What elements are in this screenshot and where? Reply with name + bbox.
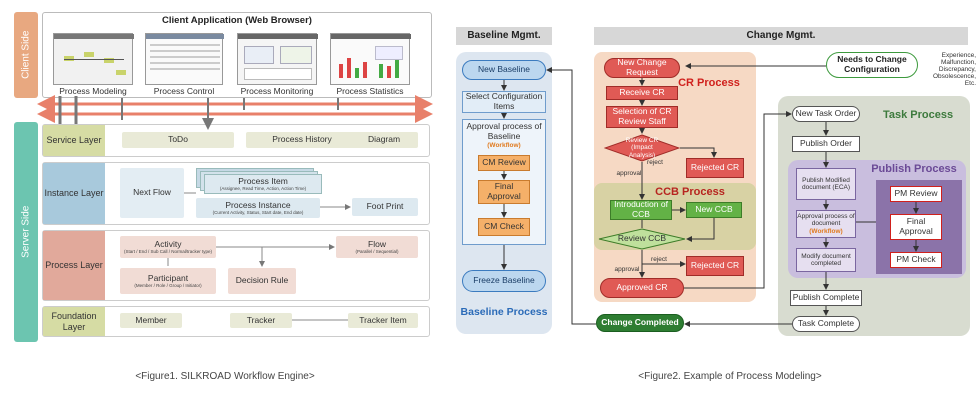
publish-complete-node: Publish Complete [790,290,862,306]
client-side-label: Client Side [20,30,32,80]
instance-layer-label: Instance Layer [43,163,105,224]
screen-thumb-modeling [53,33,134,85]
screen-thumb-monitoring [237,33,318,85]
figure-1-caption: <Figure1. SILKROAD Workflow Engine> [135,371,315,383]
baseline-mgmt-header: Baseline Mgmt. [456,27,552,45]
cm-check-node: CM Check [478,218,530,236]
service-diagram: Diagram [350,132,418,148]
publish-modified-node: Publish Modified document (ECA) [796,168,856,200]
process-activity: Activity (Start / End / Sub Call / Norma… [120,236,216,258]
selection-review-staff-node: Selection of CR Review Staff [606,106,678,128]
activity-title: Activity [154,238,182,249]
needs-reasons: Experience, Malfunction, Discrepancy, Ob… [924,49,976,89]
foundation-tracker-item: Tracker Item [348,313,418,328]
client-side-band: Client Side [14,12,38,98]
approval-doc-title: Approval process of document [797,212,855,227]
change-completed-node: Change Completed [596,314,684,332]
process-decision-rule: Decision Rule [228,268,296,294]
pm-final-approval-node: Final Approval [890,214,942,240]
service-layer-label: Service Layer [43,125,105,156]
reason-experience: Experience, [941,51,976,59]
ccb-reject-label: reject [651,256,667,264]
screen-label-monitoring: Process Monitoring [240,85,314,96]
reason-discrepancy: Discrepancy, [938,65,976,73]
screen-label-modeling: Process Modeling [59,85,127,96]
ccb-rejected-node: Rejected CR [686,256,744,276]
instance-process-item: Process Item (Assignee, Read Time, Actio… [204,174,322,194]
process-item-sub: (Assignee, Read Time, Action, Action Tim… [219,186,307,192]
foundation-tracker: Tracker [230,313,292,328]
process-flow: Flow (Parallel / Sequential) [336,236,418,258]
reason-etc: Etc. [964,79,976,87]
ccb-process-label: CCB Process [655,185,725,198]
instance-next-flow: Next Flow [120,168,184,218]
final-approval-node: Final Approval [478,180,530,204]
task-process-label: Task Process [882,108,954,121]
service-layer-row [42,124,430,157]
cr-reject-label: reject [647,159,663,167]
participant-sub: (Member / Role / Group / Initiator) [134,283,202,289]
new-baseline-node: New Baseline [462,60,546,80]
process-instance-title: Process Instance [225,199,291,210]
service-todo: ToDo [122,132,234,148]
screen-label-statistics: Process Statistics [336,85,404,96]
receive-cr-node: Receive CR [606,86,678,100]
cr-approval-label: approval [616,170,642,178]
figure-2-caption: <Figure2. Example of Process Modeling> [638,371,822,383]
process-instance-sub: (Current Activity, Status, Start date, E… [212,210,304,216]
review-cr-diamond [604,134,680,162]
freeze-baseline-node: Freeze Baseline [462,270,546,292]
cr-rejected-node: Rejected CR [686,158,744,178]
baseline-process-label: Baseline Process [460,305,548,318]
instance-layer-row [42,162,430,225]
client-app-title: Client Application (Web Browser) [162,14,312,26]
ccb-approval-label: approval [614,266,640,274]
approval-baseline-title: Approval process of Baseline [466,121,542,141]
process-participant: Participant (Member / Role / Group / Ini… [120,268,216,294]
activity-sub: (Start / End / Sub Call / Normal/tracker… [123,249,213,255]
publish-order-node: Publish Order [792,136,860,152]
participant-title: Participant [147,272,189,283]
introduction-ccb-node: Introduction of CCB [610,199,672,220]
select-config-items-node: Select Configuration Items [462,91,546,113]
review-ccb-label: Review CCB [617,233,667,244]
approved-cr-node: Approved CR [600,278,684,298]
new-ccb-node: New CCB [686,202,742,218]
cr-process-label: CR Process [678,76,740,89]
process-item-title: Process Item [238,175,288,186]
foundation-member: Member [120,313,182,328]
reason-obsolescence: Obsolescence, [933,72,976,80]
modify-doc-node: Modify document completed [796,248,856,272]
approval-doc-node [796,210,856,238]
cm-review-node: CM Review [478,155,530,171]
task-complete-node: Task Complete [792,316,860,332]
instance-foot-print: Foot Print [352,198,418,216]
server-side-band: Server Side [14,122,38,342]
server-side-label: Server Side [20,205,32,259]
new-change-request-node: New Change Request [604,57,680,78]
screen-thumb-control [145,33,224,85]
reason-malfunction: Malfunction, [940,58,976,66]
process-layer-row [42,230,430,301]
service-process-history: Process History [246,132,358,148]
new-task-order-node: New Task Order [792,106,860,122]
screen-label-control: Process Control [153,85,215,96]
screen-thumb-statistics [330,33,411,85]
process-layer-label: Process Layer [43,231,105,300]
approval-baseline-workflow: (Workflow) [487,142,521,150]
change-mgmt-header: Change Mgmt. [594,27,968,45]
pm-check-node: PM Check [890,252,942,268]
pm-review-node: PM Review [890,186,942,202]
instance-process-instance: Process Instance (Current Activity, Stat… [196,198,320,218]
review-ccb-diamond [598,228,686,250]
foundation-layer-label: Foundation Layer [43,307,105,336]
review-cr-label: Review CR (Impact Analysis) [625,136,659,159]
needs-to-change-node: Needs to Change Configuration [826,52,918,78]
approval-doc-workflow: (Workflow) [809,228,843,236]
foundation-layer-row [42,306,430,337]
publish-process-label: Publish Process [871,162,957,175]
flow-title: Flow [368,238,386,249]
flow-sub: (Parallel / Sequential) [355,249,399,255]
